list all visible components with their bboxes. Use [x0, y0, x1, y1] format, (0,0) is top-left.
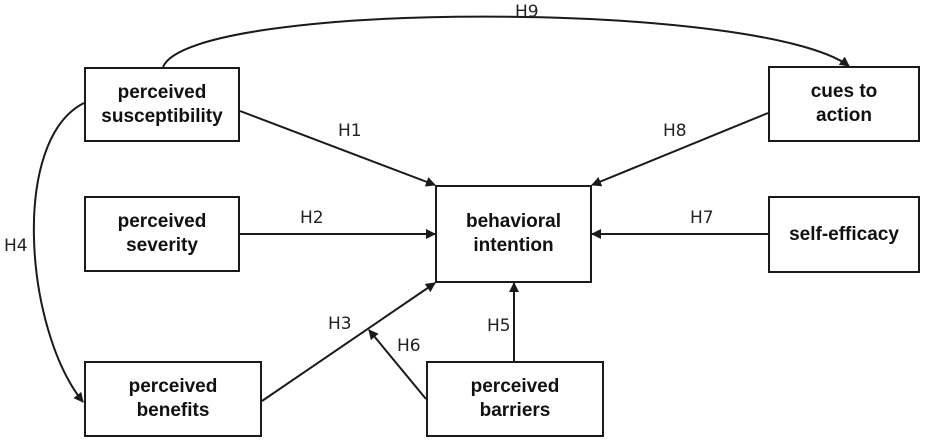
arrow-h9 [162, 15, 850, 68]
label-h6: H6 [397, 336, 421, 356]
node-behavioral-intention: behavioral intention [435, 185, 592, 283]
node-label-line2: severity [126, 235, 198, 256]
node-perceived-susceptibility: perceived susceptibility [84, 67, 240, 142]
label-h4: H4 [4, 236, 28, 256]
label-h8: H8 [663, 121, 687, 141]
node-label-line1: perceived [117, 211, 207, 232]
arrow-h1 [239, 110, 436, 187]
label-h7: H7 [690, 208, 714, 228]
arrow-h4 [32, 102, 85, 403]
arrow-h3 [261, 282, 436, 402]
arrow-h8 [591, 112, 769, 187]
node-label-line2: intention [473, 235, 554, 256]
label-h1: H1 [338, 121, 362, 141]
arrow-h6 [368, 329, 427, 400]
node-perceived-benefits: perceived benefits [84, 361, 262, 437]
node-label-line1: self-efficacy [789, 223, 899, 245]
node-label-line2: susceptibility [101, 105, 223, 127]
label-h2: H2 [300, 208, 324, 228]
node-label-line1: cues to [810, 81, 878, 102]
node-perceived-severity: perceived severity [84, 196, 240, 272]
node-label-line2: benefits [136, 400, 210, 421]
node-label-line1: perceived [117, 81, 207, 103]
label-h9: H9 [515, 2, 539, 22]
node-perceived-barriers: perceived barriers [426, 361, 604, 437]
node-label-line1: perceived [470, 376, 560, 397]
node-label-line2: action [816, 105, 872, 126]
label-h5: H5 [487, 316, 511, 336]
node-cues-to-action: cues to action [768, 66, 920, 142]
node-label-line2: barriers [479, 400, 551, 421]
node-label-line1: behavioral [465, 211, 562, 232]
label-h3: H3 [328, 314, 352, 334]
node-label-line1: perceived [128, 376, 218, 397]
node-self-efficacy: self-efficacy [768, 196, 920, 273]
